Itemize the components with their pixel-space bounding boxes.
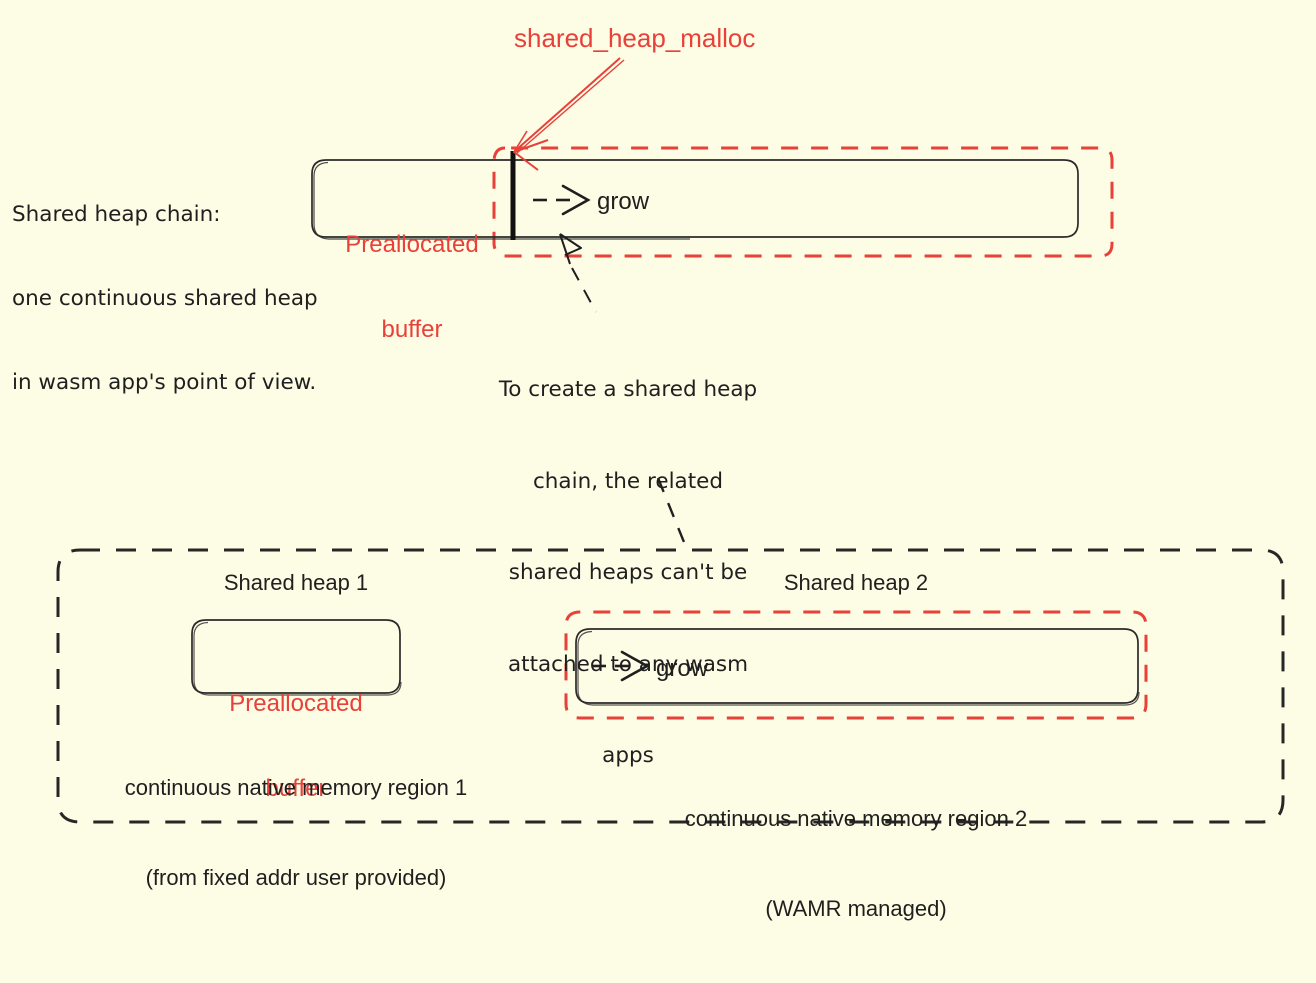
heap1-preallocated-buffer-line-1: Preallocated [229, 689, 363, 717]
chain-note-pointer-icon [559, 233, 597, 313]
heap2-title: Shared heap 2 [783, 570, 929, 595]
heap1-caption-line-1: continuous native memory region 1 [124, 774, 468, 800]
heap1-preallocated-buffer-line-2: buffer [265, 774, 327, 802]
heap2-caption: continuous native memory region 2 (WAMR … [656, 744, 1056, 983]
shared-heap-malloc-label: shared_heap_malloc [514, 23, 756, 53]
chain-note-line-1: To create a shared heap [498, 377, 758, 403]
shared-heap-chain-note-line-1: Shared heap chain: [12, 201, 221, 227]
top-preallocated-buffer-line-1: Preallocated [345, 230, 479, 258]
chain-note: To create a shared heap chain, the relat… [478, 314, 778, 833]
heap2-caption-line-1: continuous native memory region 2 [684, 805, 1028, 831]
heap2-grow-label: grow [656, 655, 709, 682]
shared-heap-chain-note: Shared heap chain: one continuous shared… [12, 145, 318, 452]
top-grow-label: grow [597, 188, 650, 215]
chain-note-line-3: shared heaps can't be [508, 560, 748, 586]
heap1-preallocated-buffer-label: Preallocated buffer [216, 633, 376, 860]
diagram-canvas: shared_heap_malloc Shared heap chain: on… [12, 23, 1285, 921]
chain-note-line-4: attached to any wasm [507, 651, 749, 677]
heap1-caption: continuous native memory region 1 (from … [96, 713, 496, 952]
shared-heap-chain-note-line-3: in wasm app's point of view. [12, 369, 317, 395]
chain-note-line-5: apps [602, 743, 654, 769]
top-red-dashed-region [492, 146, 1114, 258]
heap1-title: Shared heap 1 [223, 570, 369, 595]
chain-note-line-2: chain, the related [532, 468, 724, 494]
heap2-caption-line-2: (WAMR managed) [765, 895, 947, 921]
top-preallocated-buffer-label: Preallocated buffer [332, 174, 492, 401]
top-preallocated-buffer-line-2: buffer [381, 315, 443, 343]
top-grow-arrow-icon [533, 184, 591, 216]
shared-heap-chain-note-line-2: one continuous shared heap [12, 285, 318, 311]
shared-heap-malloc-pointer-icon [513, 57, 625, 171]
heap1-caption-line-2: (from fixed addr user provided) [145, 864, 447, 890]
